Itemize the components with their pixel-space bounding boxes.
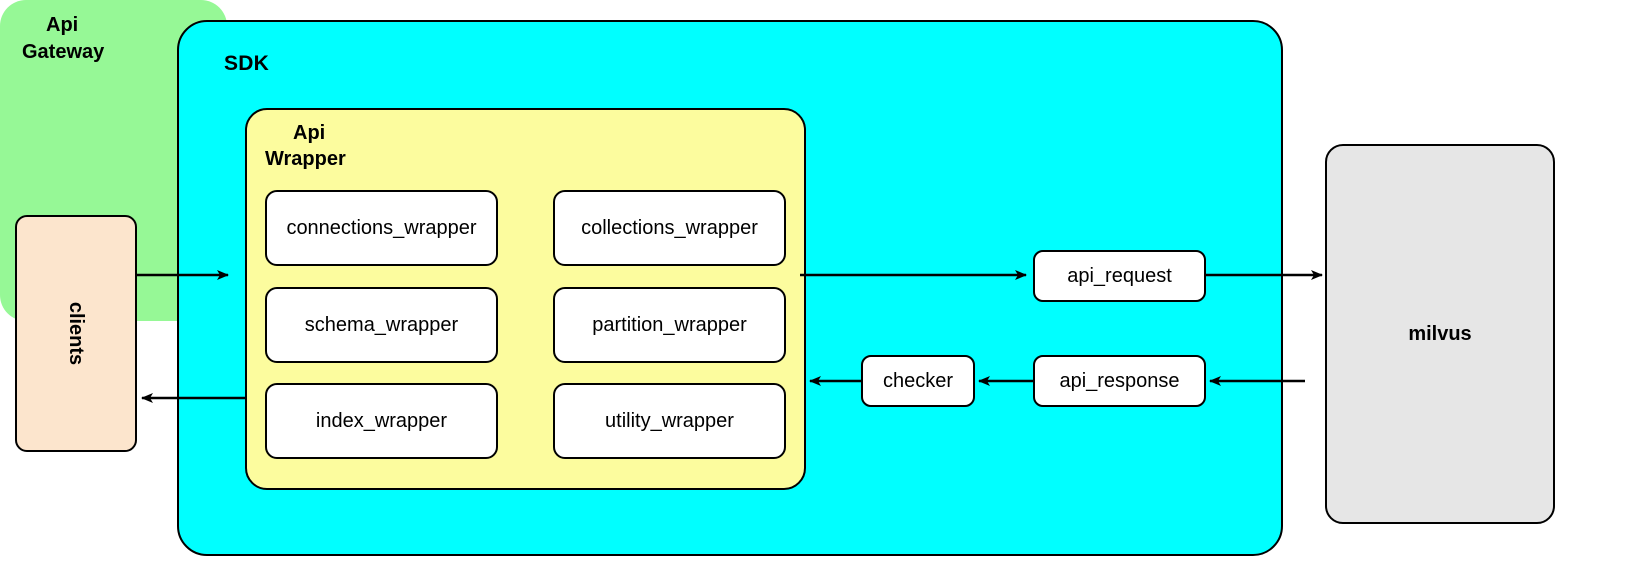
card-label: index_wrapper <box>315 409 448 432</box>
card-label: connections_wrapper <box>286 216 477 239</box>
api-wrapper-label-line1: Api <box>293 122 326 144</box>
api-wrapper-label: Api Wrapper <box>265 120 445 172</box>
card-index-wrapper[interactable]: index_wrapper <box>265 383 498 459</box>
card-label: api_request <box>1067 264 1172 287</box>
api-wrapper-label-line2: Wrapper <box>265 148 346 170</box>
card-label: api_response <box>1059 369 1180 392</box>
milvus-label: milvus <box>1408 322 1472 345</box>
card-utility-wrapper[interactable]: utility_wrapper <box>553 383 786 459</box>
api-gateway-label-line2: Gateway <box>22 41 105 63</box>
card-schema-wrapper[interactable]: schema_wrapper <box>265 287 498 363</box>
card-label: schema_wrapper <box>304 313 459 336</box>
clients-label: clients <box>65 301 88 366</box>
card-label: checker <box>882 369 954 392</box>
card-api-request[interactable]: api_request <box>1033 250 1206 302</box>
sdk-label: SDK <box>224 52 269 75</box>
card-label: collections_wrapper <box>581 216 758 239</box>
card-checker[interactable]: checker <box>861 355 975 407</box>
card-api-response[interactable]: api_response <box>1033 355 1206 407</box>
card-collections-wrapper[interactable]: collections_wrapper <box>553 190 786 266</box>
api-gateway-label: Api Gateway <box>14 12 214 66</box>
milvus-box[interactable]: milvus <box>1325 144 1555 524</box>
card-partition-wrapper[interactable]: partition_wrapper <box>553 287 786 363</box>
card-label: utility_wrapper <box>605 409 734 432</box>
card-connections-wrapper[interactable]: connections_wrapper <box>265 190 498 266</box>
clients-box[interactable]: clients <box>15 215 137 452</box>
api-gateway-label-line1: Api <box>46 14 79 36</box>
card-label: partition_wrapper <box>592 313 747 336</box>
